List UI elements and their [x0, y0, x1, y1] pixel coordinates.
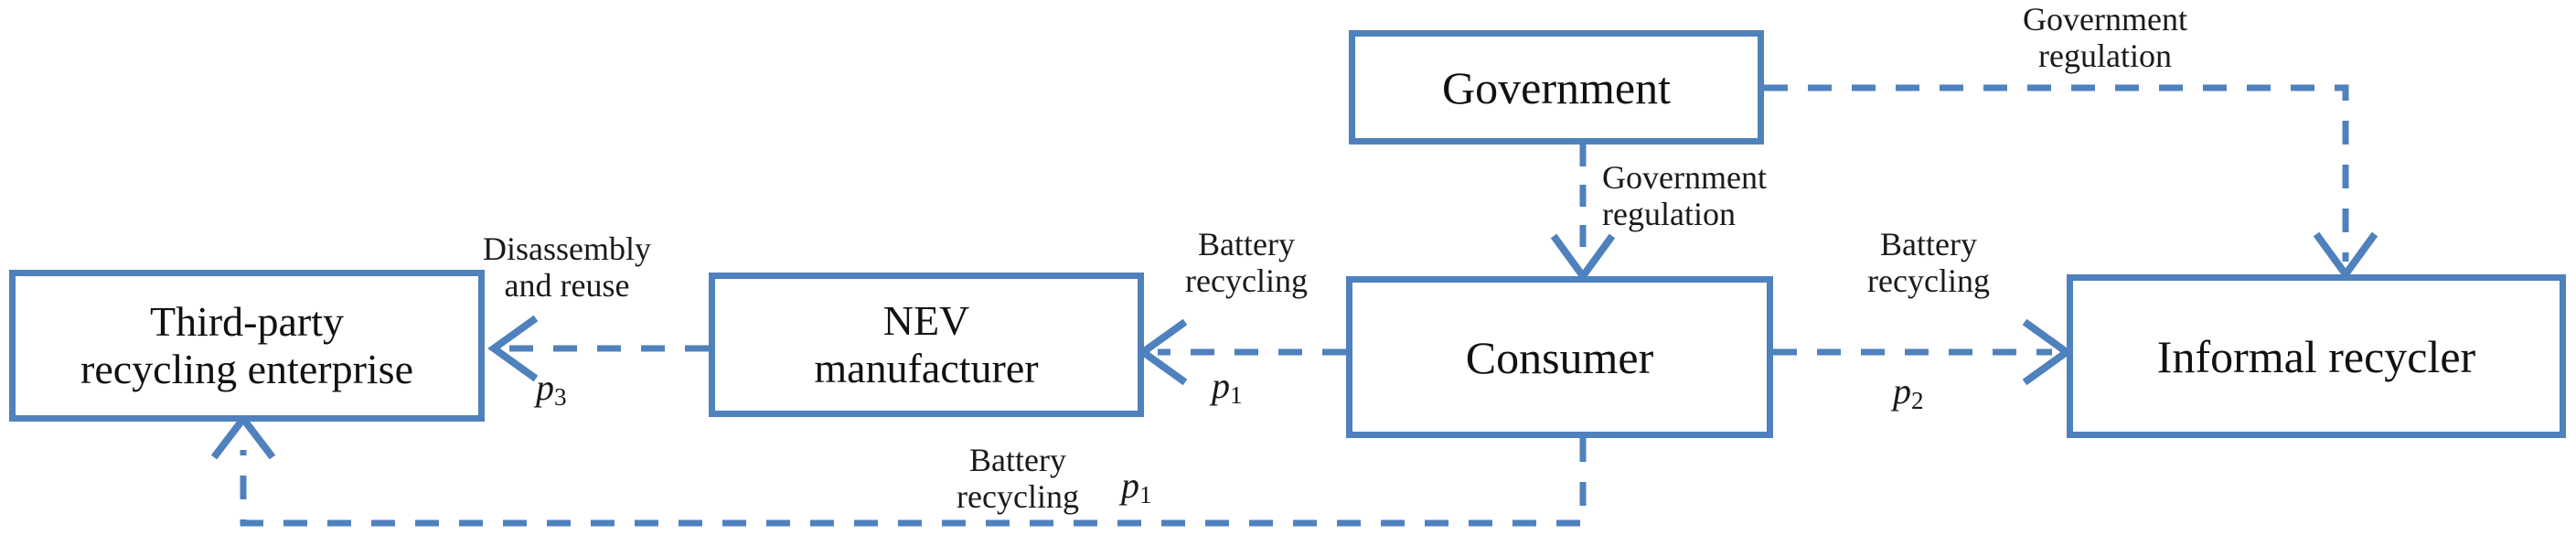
edge-variable-p1-bottom-base: p	[1121, 465, 1139, 506]
edge-variable-p1-bottom: p1	[1121, 464, 1152, 509]
edge-label-government-regulation-middle: Government regulation	[1602, 159, 1767, 232]
node-informal-recycler-label: Informal recycler	[2156, 330, 2476, 382]
edge-variable-p1-middle: p1	[1212, 364, 1243, 410]
edge-variable-p3: p3	[536, 366, 567, 412]
edge-variable-p2-subscript: 2	[1911, 386, 1924, 414]
edge-variable-p3-subscript: 3	[554, 382, 567, 411]
edge-label-battery-recycling-right: Battery recycling	[1867, 226, 1990, 299]
node-consumer-label: Consumer	[1465, 331, 1654, 383]
node-government-label: Government	[1442, 61, 1671, 113]
edge-variable-p3-base: p	[536, 367, 554, 408]
edge-variable-p2-base: p	[1893, 370, 1911, 412]
edge-label-disassembly-and-reuse: Disassembly and reuse	[483, 230, 651, 304]
edge-label-battery-recycling-bottom: Battery recycling	[922, 442, 1114, 516]
node-nev-manufacturer[interactable]: NEV manufacturer	[709, 273, 1144, 417]
edge-variable-p1-middle-base: p	[1212, 365, 1230, 406]
edge-label-battery-recycling-middle: Battery recycling	[1185, 226, 1308, 299]
edge-nev-to-third-party	[487, 315, 709, 382]
edge-variable-p2: p2	[1893, 369, 1924, 415]
edge-variable-p1-bottom-subscript: 1	[1139, 480, 1152, 508]
node-nev-label: NEV manufacturer	[814, 297, 1039, 391]
edge-consumer-to-nev	[1137, 318, 1346, 386]
edge-label-government-regulation-top: Government regulation	[2023, 1, 2187, 74]
node-third-party-label: Third-party recycling enterprise	[80, 298, 413, 392]
node-government[interactable]: Government	[1349, 30, 1764, 144]
node-third-party-recycling-enterprise[interactable]: Third-party recycling enterprise	[9, 270, 485, 422]
node-consumer[interactable]: Consumer	[1346, 276, 1773, 438]
edge-variable-p1-middle-subscript: 1	[1230, 380, 1243, 409]
node-informal-recycler[interactable]: Informal recycler	[2067, 274, 2566, 438]
